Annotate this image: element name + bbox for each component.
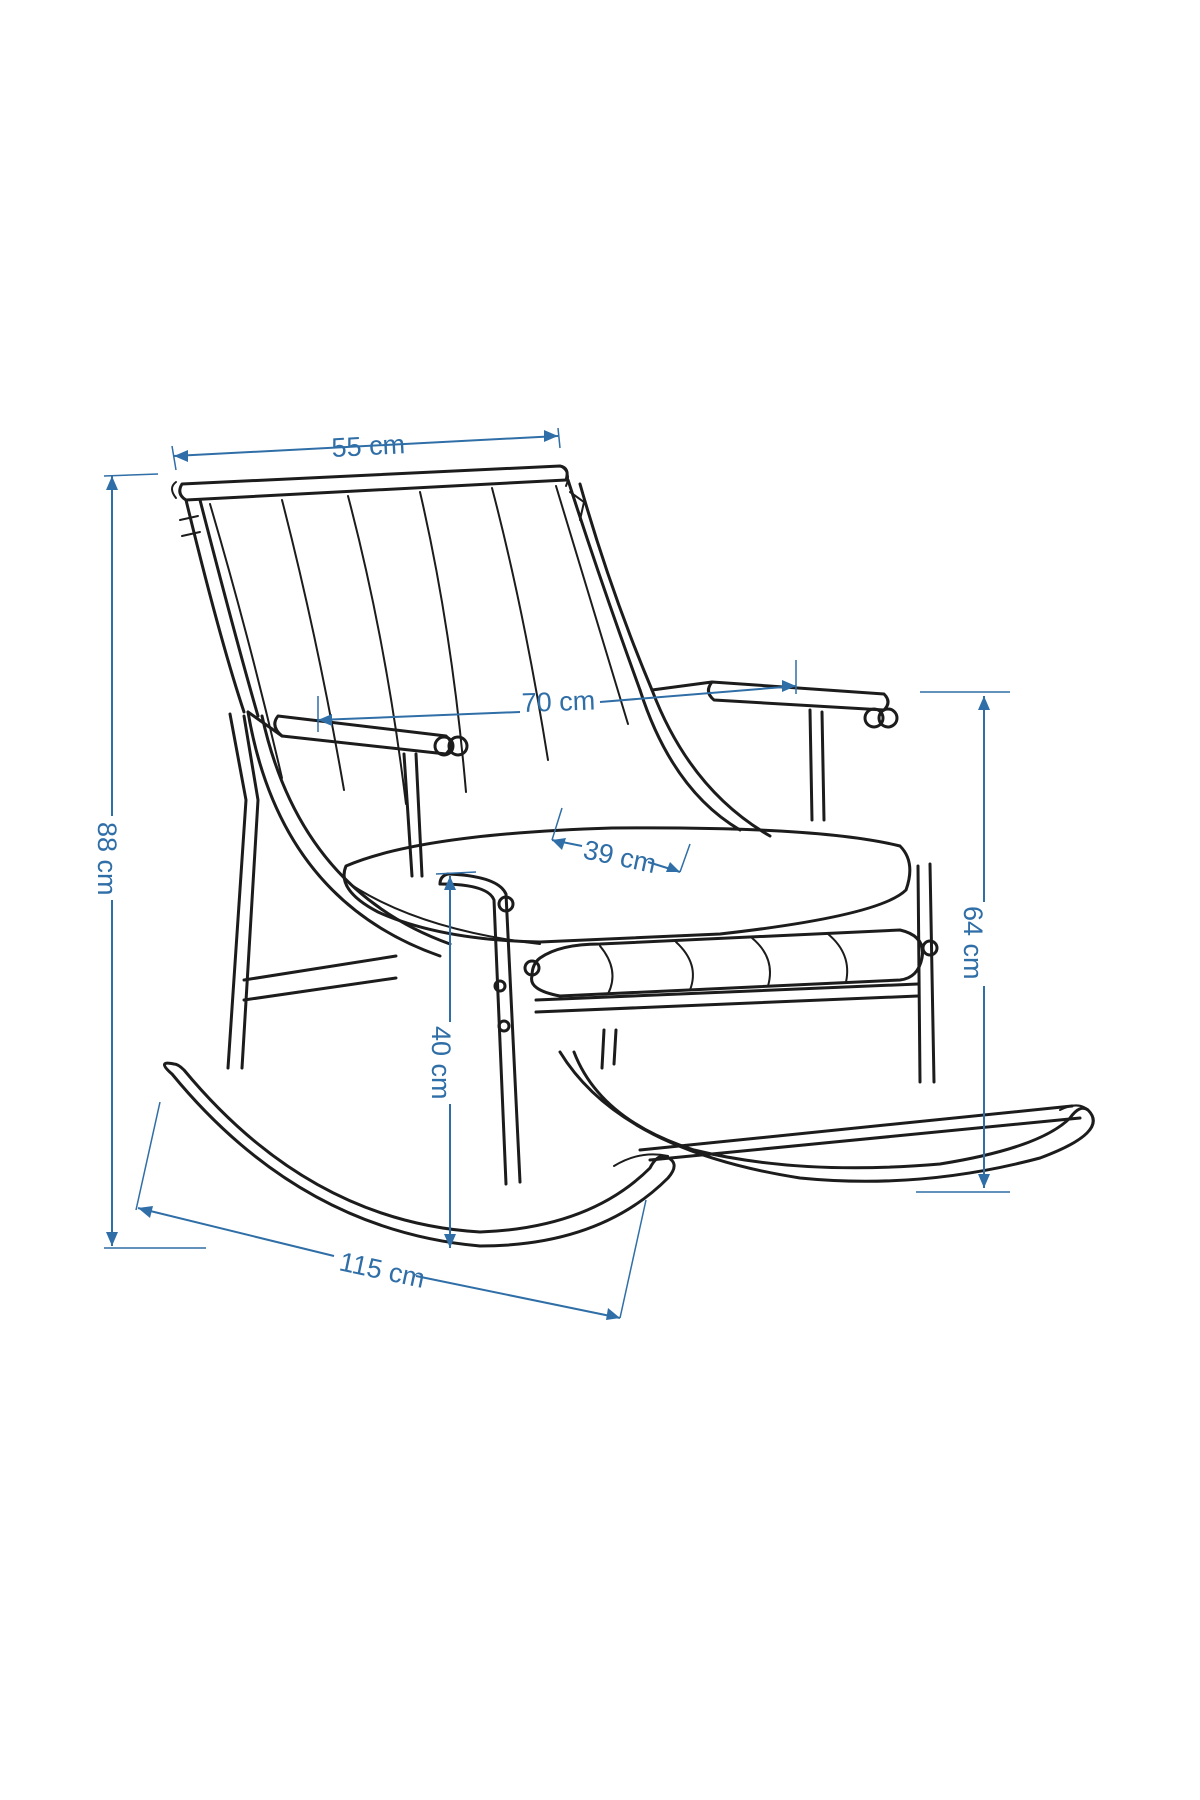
side-frame-curves [246,688,772,958]
dimension-label-seat-height: 40 cm [426,1026,456,1100]
dimension-annotations: 55 cm 70 cm 39 cm [92,427,1010,1320]
dimension-label-overall-width: 70 cm [521,685,596,718]
dimension-overall-length: 115 cm [135,1101,647,1320]
dimension-label-seat-depth: 39 cm [581,835,659,880]
backrest-cushion-channels [209,485,629,805]
chair-drawing [163,464,1095,1248]
right-legs [600,862,936,1084]
dimension-seat-height: 40 cm [426,871,477,1248]
dimension-label-overall-length: 115 cm [337,1247,428,1294]
dimension-seat-depth: 39 cm [551,807,691,880]
backrest-frame [179,478,654,718]
dimension-overall-width: 70 cm [317,660,797,732]
backrest-top-rail [171,464,569,502]
dimension-label-arm-height: 64 cm [958,906,988,980]
back-left-leg [226,712,398,1070]
dimension-overall-height: 88 cm [92,473,206,1249]
left-rocker [163,1061,676,1248]
dimension-label-backrest-width: 55 cm [331,429,406,463]
front-seat-roll [523,928,939,1014]
dimension-arm-height: 64 cm [916,691,1010,1193]
right-armrest [650,680,899,822]
right-rocker [558,1050,1095,1183]
dimension-label-overall-height: 88 cm [92,822,122,896]
dimension-backrest-width: 55 cm [171,427,561,471]
left-armrest [246,710,469,878]
